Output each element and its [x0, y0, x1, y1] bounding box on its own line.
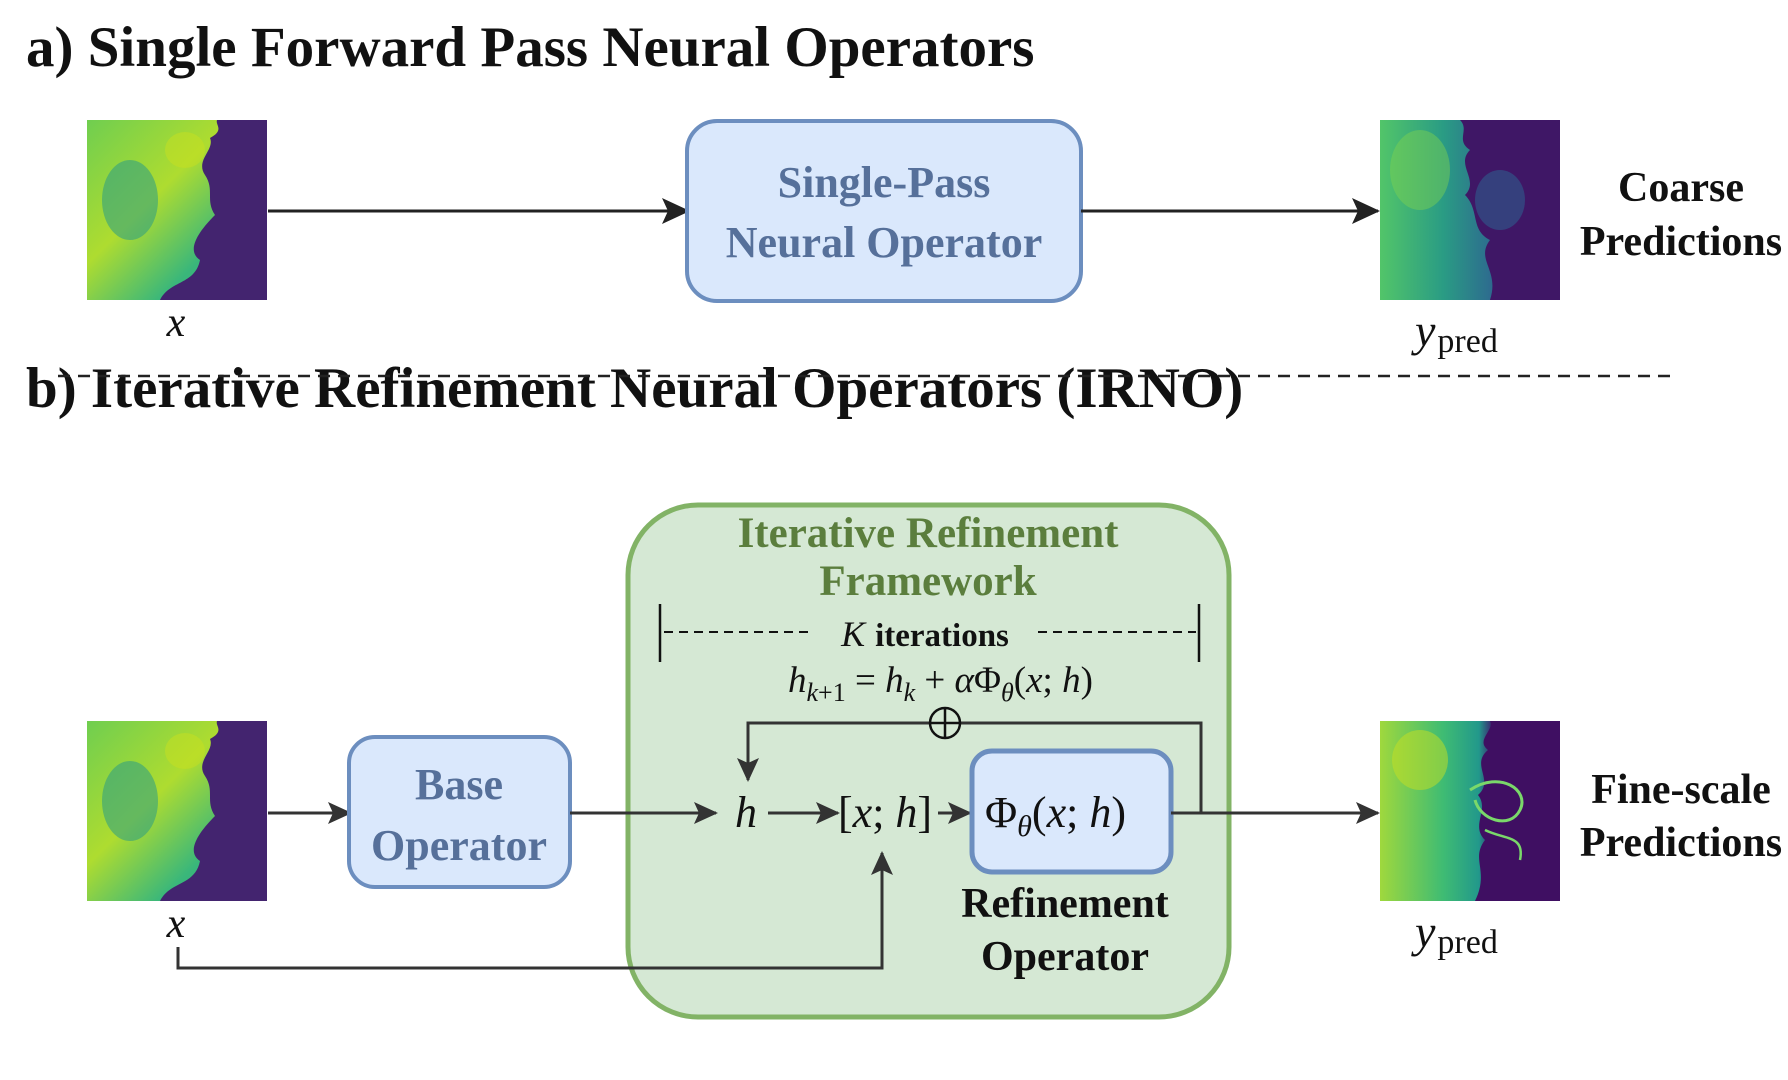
section-a-title: a) Single Forward Pass Neural Operators — [26, 16, 1035, 79]
framework-title-line2: Framework — [819, 558, 1036, 605]
refinement-line1: Refinement — [961, 881, 1169, 927]
feedback-loop-line — [737, 721, 1203, 813]
coarse-line2: Predictions — [1580, 219, 1782, 265]
y-symbol-b: y — [1411, 906, 1436, 957]
base-line1: Base — [415, 760, 503, 809]
pred-subscript-b: pred — [1437, 924, 1497, 961]
update-rule: hk+1 = hk + αΦθ(x; h) — [788, 660, 1093, 707]
section-a-input-label: x — [166, 300, 186, 346]
x-skip-connection — [176, 851, 893, 970]
section-a-output-label: ypred — [1411, 305, 1498, 360]
concat-node: [x; h] — [838, 788, 932, 837]
pred-subscript: pred — [1437, 323, 1497, 360]
single-pass-line2: Neural Operator — [726, 218, 1042, 267]
section-b-input-image — [87, 721, 267, 901]
finescale-line1: Fine-scale — [1591, 767, 1771, 813]
k-symbol: K — [840, 614, 867, 654]
single-pass-operator-box — [685, 119, 1083, 303]
section-b-output-label: ypred — [1411, 906, 1498, 961]
phi-box-label: Φθ(x; h) — [985, 788, 1126, 843]
section-a-output-image — [1380, 120, 1560, 300]
h-node: h — [735, 788, 757, 837]
section-b-output-image — [1380, 721, 1560, 901]
y-symbol: y — [1411, 305, 1436, 356]
base-line2: Operator — [371, 821, 547, 870]
refinement-line2: Operator — [981, 934, 1149, 980]
iterative-framework-panel — [625, 502, 1232, 1020]
framework-title-line1: Iterative Refinement — [738, 510, 1120, 557]
section-b-input-label: x — [166, 901, 186, 947]
finescale-line2: Predictions — [1580, 820, 1782, 866]
single-pass-line1: Single-Pass — [778, 158, 991, 207]
section-a-input-image — [87, 120, 267, 300]
section-b-title: b) Iterative Refinement Neural Operators… — [26, 357, 1244, 420]
iterations-word: iterations — [875, 618, 1009, 654]
coarse-line1: Coarse — [1618, 165, 1744, 211]
